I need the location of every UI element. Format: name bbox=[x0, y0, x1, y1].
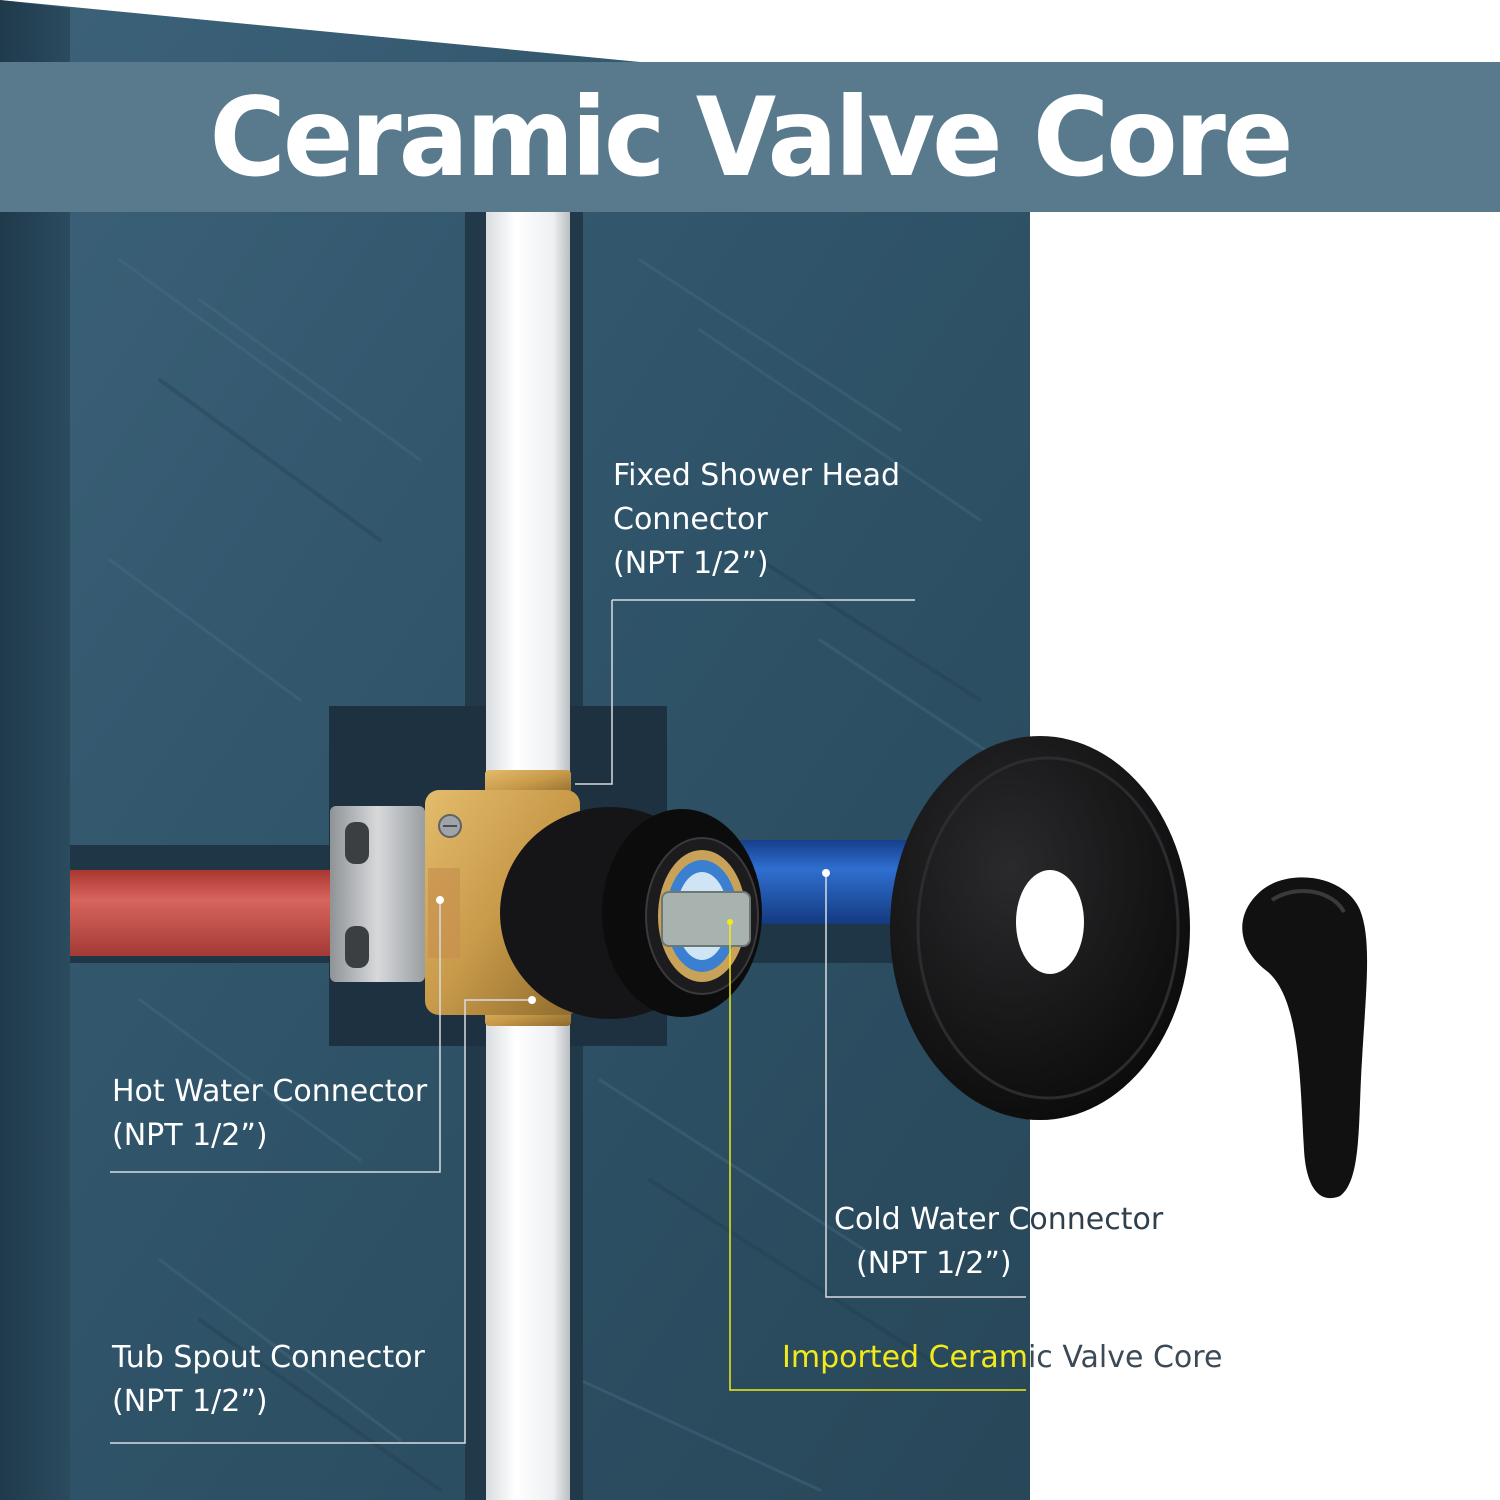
hot-water-label-line2: (NPT 1/2”) bbox=[112, 1118, 268, 1153]
cold-water-label-line2: (NPT 1/2”) bbox=[856, 1246, 1012, 1281]
shower-head-label: Fixed Shower Head Connector (NPT 1/2”) bbox=[613, 454, 900, 586]
cold-water-label: Cold Water Connector (NPT 1/2”) bbox=[834, 1198, 1163, 1286]
top-outlet-thread bbox=[485, 770, 571, 796]
valve-core-label-part1: Imported Ceram bbox=[782, 1340, 1028, 1375]
tub-spout-pipe bbox=[486, 1018, 570, 1500]
hot-water-label-line1: Hot Water Connector bbox=[112, 1074, 428, 1109]
side-wall bbox=[0, 0, 70, 1500]
shower-pipe bbox=[486, 212, 570, 774]
shower-head-label-line2: Connector bbox=[613, 502, 768, 537]
wall-texture bbox=[108, 258, 1002, 1492]
cold-water-label-part1: Cold Water C bbox=[834, 1202, 1030, 1237]
cold-water-label-line1: Cold Water Connector bbox=[834, 1198, 1163, 1242]
valve-core-label: Imported Ceramic Valve Core bbox=[782, 1336, 1222, 1380]
page-title: Ceramic Valve Core bbox=[209, 72, 1294, 202]
callout-lines bbox=[110, 599, 1026, 1444]
valve-core-callout bbox=[729, 925, 1026, 1391]
valve-stem bbox=[661, 891, 751, 947]
mounting-bracket bbox=[330, 806, 425, 982]
shower-head-label-line1: Fixed Shower Head bbox=[613, 458, 900, 493]
hot-water-label: Hot Water Connector (NPT 1/2”) bbox=[112, 1070, 427, 1158]
shower-head-label-line3: (NPT 1/2”) bbox=[613, 546, 769, 581]
tub-spout-label-line2: (NPT 1/2”) bbox=[112, 1384, 268, 1419]
tub-spout-label: Tub Spout Connector (NPT 1/2”) bbox=[112, 1336, 425, 1424]
tub-spout-label-line1: Tub Spout Connector bbox=[112, 1340, 425, 1375]
lever-handle bbox=[1242, 877, 1368, 1199]
cold-water-label-part2: onnector bbox=[1029, 1202, 1164, 1237]
title-band bbox=[0, 62, 1500, 212]
trim-plate-hole bbox=[1016, 870, 1084, 974]
valve-core-label-part2: ic Valve Core bbox=[1027, 1340, 1223, 1375]
